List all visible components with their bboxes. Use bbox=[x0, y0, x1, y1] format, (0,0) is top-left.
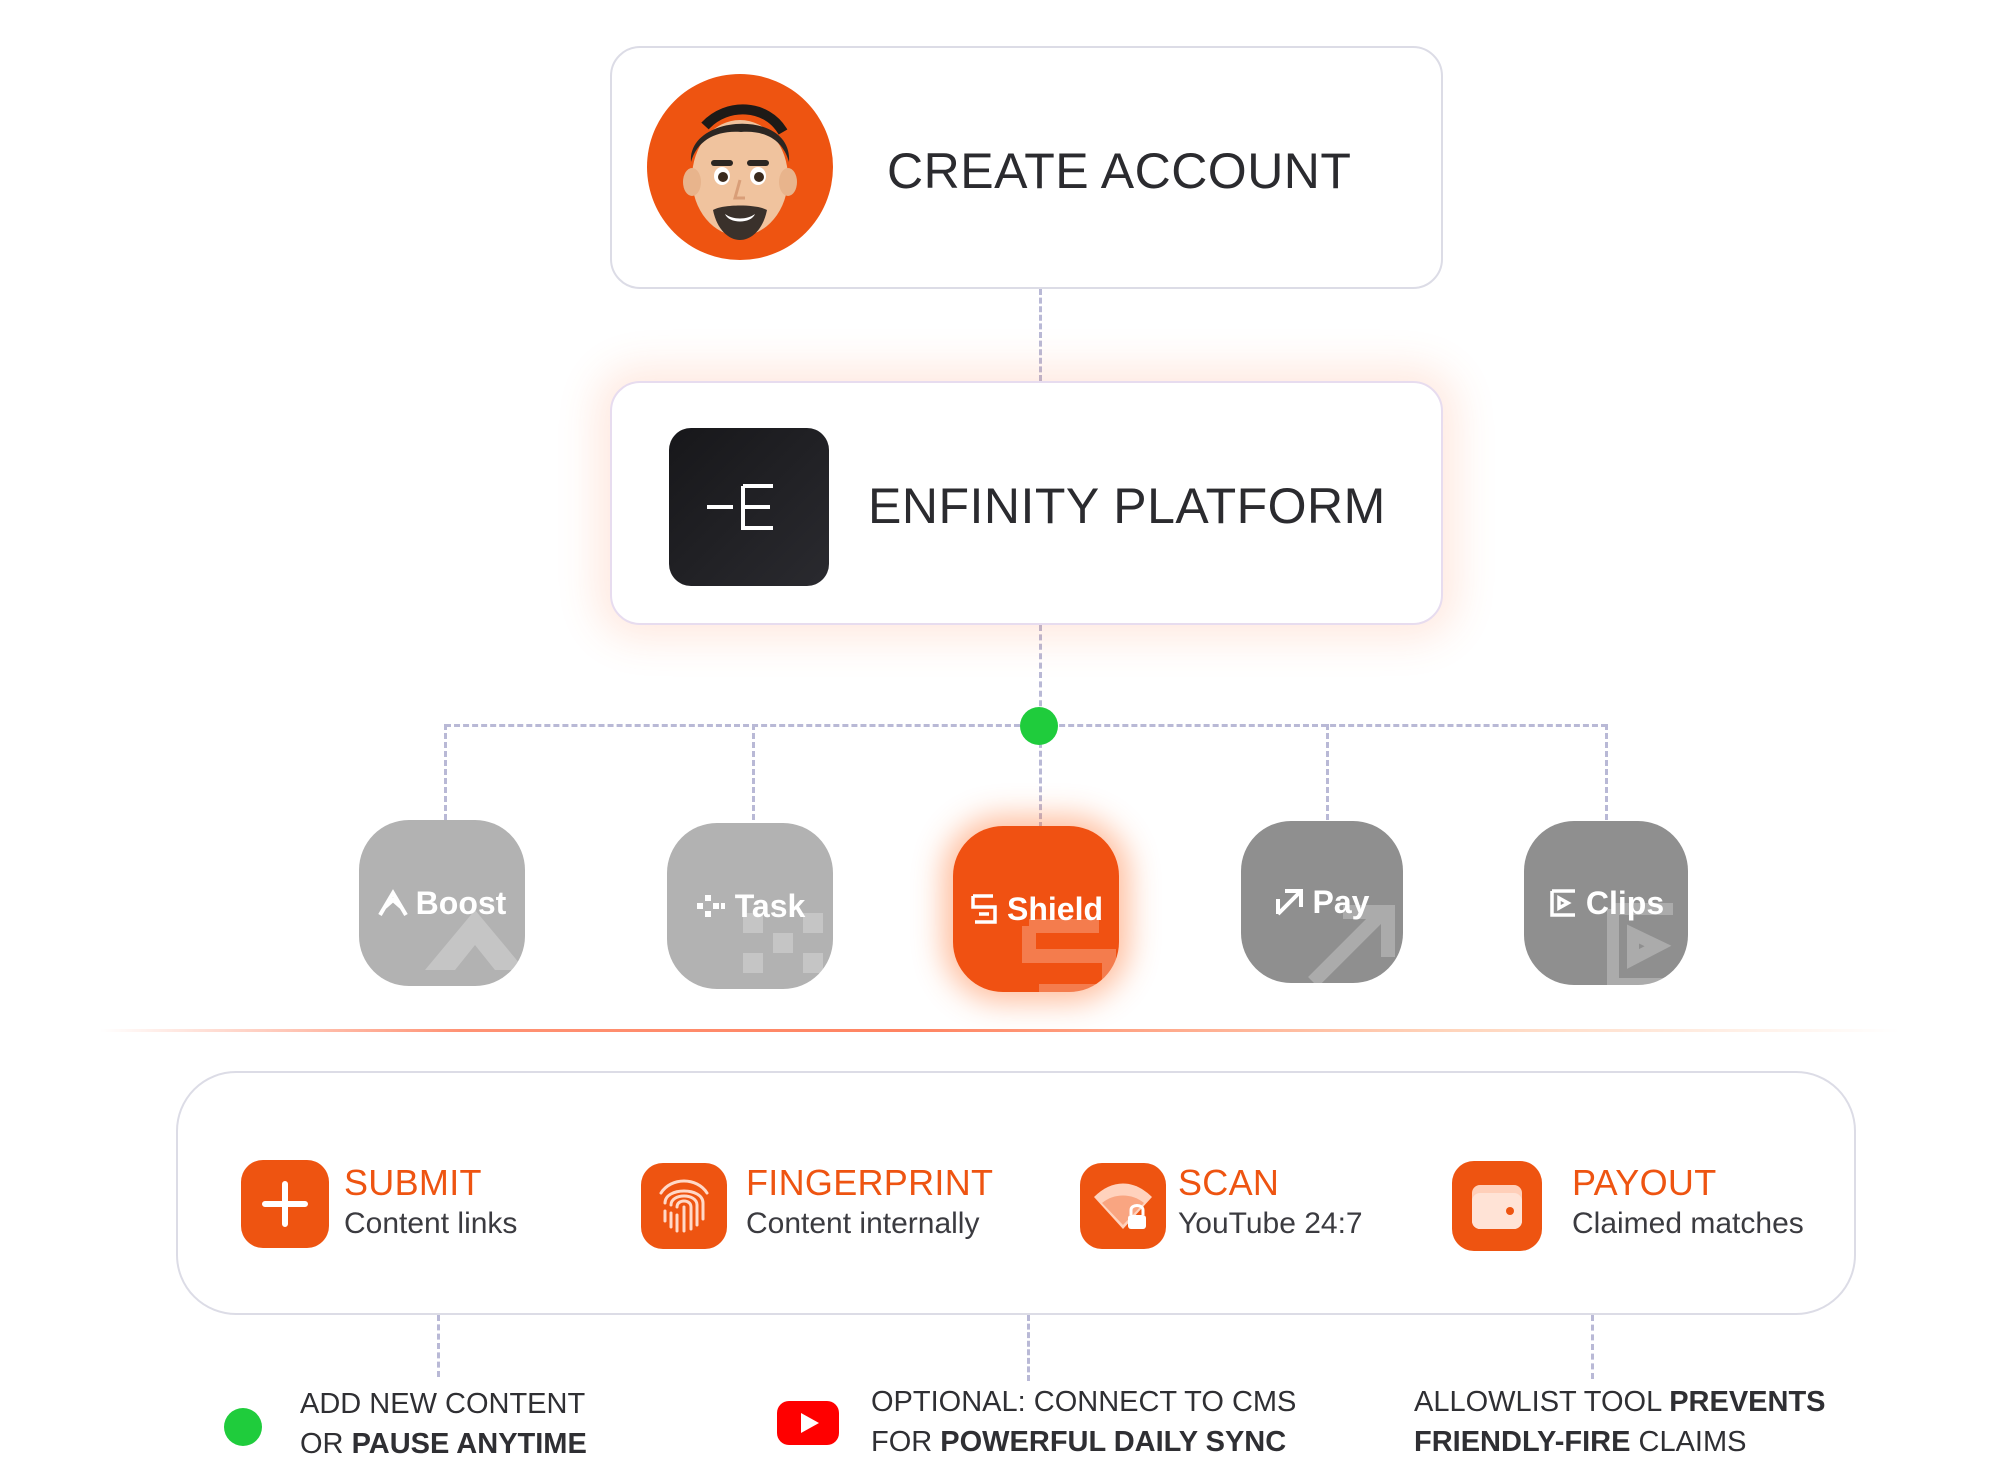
scan-step-title: SCAN bbox=[1178, 1162, 1280, 1203]
product-tile-boost[interactable]: Boost bbox=[359, 820, 525, 986]
pay-icon bbox=[1275, 889, 1303, 916]
shield-watermark-icon bbox=[1022, 919, 1116, 992]
green-dot-icon bbox=[224, 1408, 262, 1446]
payout-step-title: PAYOUT bbox=[1572, 1162, 1717, 1203]
connector-branch-boost bbox=[444, 724, 447, 820]
note-line: FRIENDLY-FIRE CLAIMS bbox=[1414, 1426, 1747, 1458]
connector-branch-task bbox=[752, 724, 755, 820]
note-line: ALLOWLIST TOOL PREVENTS bbox=[1414, 1386, 1826, 1418]
connector-account-platform bbox=[1039, 289, 1042, 381]
product-tile-pay[interactable]: Pay bbox=[1241, 821, 1403, 983]
connector-branch-pay bbox=[1326, 724, 1329, 820]
fingerprint-step-icon-tile[interactable] bbox=[641, 1163, 727, 1249]
boost-label: Boost bbox=[415, 884, 507, 921]
enfinity-logo bbox=[669, 428, 829, 586]
pay-watermark-icon bbox=[1308, 905, 1395, 983]
task-label: Task bbox=[734, 887, 806, 924]
create-account-title: CREATE ACCOUNT bbox=[887, 143, 1352, 199]
boost-watermark-icon bbox=[425, 910, 525, 970]
submit-step-title: SUBMIT bbox=[344, 1162, 482, 1203]
connector-note-1 bbox=[437, 1315, 440, 1377]
steps-panel bbox=[176, 1071, 1856, 1315]
wallet-icon bbox=[1472, 1185, 1522, 1229]
product-tile-shield[interactable]: Shield bbox=[953, 826, 1119, 992]
wifi-lock-icon bbox=[1094, 1183, 1152, 1229]
plus-icon bbox=[262, 1181, 308, 1227]
shield-label: Shield bbox=[1006, 890, 1103, 927]
clips-icon bbox=[1550, 889, 1575, 917]
product-tile-task[interactable]: Task bbox=[667, 823, 833, 989]
connector-branch-clips bbox=[1605, 724, 1608, 820]
scan-step-subtitle: YouTube 24:7 bbox=[1178, 1207, 1363, 1240]
connector-platform-hub bbox=[1039, 625, 1042, 725]
submit-step-icon-tile[interactable] bbox=[241, 1160, 329, 1248]
fingerprint-icon bbox=[659, 1179, 709, 1233]
payout-step-subtitle: Claimed matches bbox=[1572, 1207, 1804, 1240]
clips-watermark-icon bbox=[1607, 903, 1673, 985]
create-account-card[interactable]: CREATE ACCOUNT bbox=[610, 46, 1443, 289]
product-tile-label: Boost bbox=[359, 820, 525, 986]
note-line: OR PAUSE ANYTIME bbox=[300, 1428, 587, 1460]
note-allowlist: ALLOWLIST TOOL PREVENTS FRIENDLY-FIRE CL… bbox=[1414, 1382, 1826, 1462]
shield-icon bbox=[971, 894, 997, 924]
memoji-face-icon bbox=[683, 104, 797, 240]
note-pause-anytime: ADD NEW CONTENT OR PAUSE ANYTIME bbox=[300, 1384, 587, 1464]
note-line: OPTIONAL: CONNECT TO CMS bbox=[871, 1386, 1297, 1418]
fingerprint-step-subtitle: Content internally bbox=[746, 1207, 980, 1240]
connector-note-3 bbox=[1591, 1315, 1594, 1379]
payout-step-icon-tile[interactable] bbox=[1452, 1161, 1542, 1251]
section-divider bbox=[100, 1029, 1900, 1032]
scan-step-icon-tile[interactable] bbox=[1080, 1163, 1166, 1249]
platform-card[interactable]: ENFINITY PLATFORM bbox=[610, 381, 1443, 625]
clips-label: Clips bbox=[1585, 884, 1665, 921]
platform-title: ENFINITY PLATFORM bbox=[868, 478, 1386, 534]
enfinity-e-icon bbox=[707, 484, 773, 530]
task-icon bbox=[696, 895, 725, 917]
product-tile-label: Shield bbox=[953, 826, 1119, 992]
pay-label: Pay bbox=[1312, 883, 1370, 920]
submit-step-subtitle: Content links bbox=[344, 1207, 518, 1240]
user-avatar bbox=[647, 74, 833, 260]
note-cms-sync: OPTIONAL: CONNECT TO CMS FOR POWERFUL DA… bbox=[871, 1382, 1296, 1462]
fingerprint-step-title: FINGERPRINT bbox=[746, 1162, 994, 1203]
hub-active-dot bbox=[1020, 707, 1058, 745]
note-line: ADD NEW CONTENT bbox=[300, 1388, 586, 1420]
product-tile-label: Clips bbox=[1524, 821, 1688, 985]
note-line: FOR POWERFUL DAILY SYNC bbox=[871, 1426, 1287, 1458]
product-tile-label: Pay bbox=[1241, 821, 1403, 983]
boost-icon bbox=[377, 889, 408, 917]
youtube-icon[interactable] bbox=[777, 1401, 839, 1445]
product-tile-label: Task bbox=[667, 823, 833, 989]
connector-note-2 bbox=[1027, 1315, 1030, 1381]
task-watermark-icon bbox=[743, 913, 823, 973]
product-tile-clips[interactable]: Clips bbox=[1524, 821, 1688, 985]
connector-branch-shield bbox=[1039, 724, 1042, 828]
